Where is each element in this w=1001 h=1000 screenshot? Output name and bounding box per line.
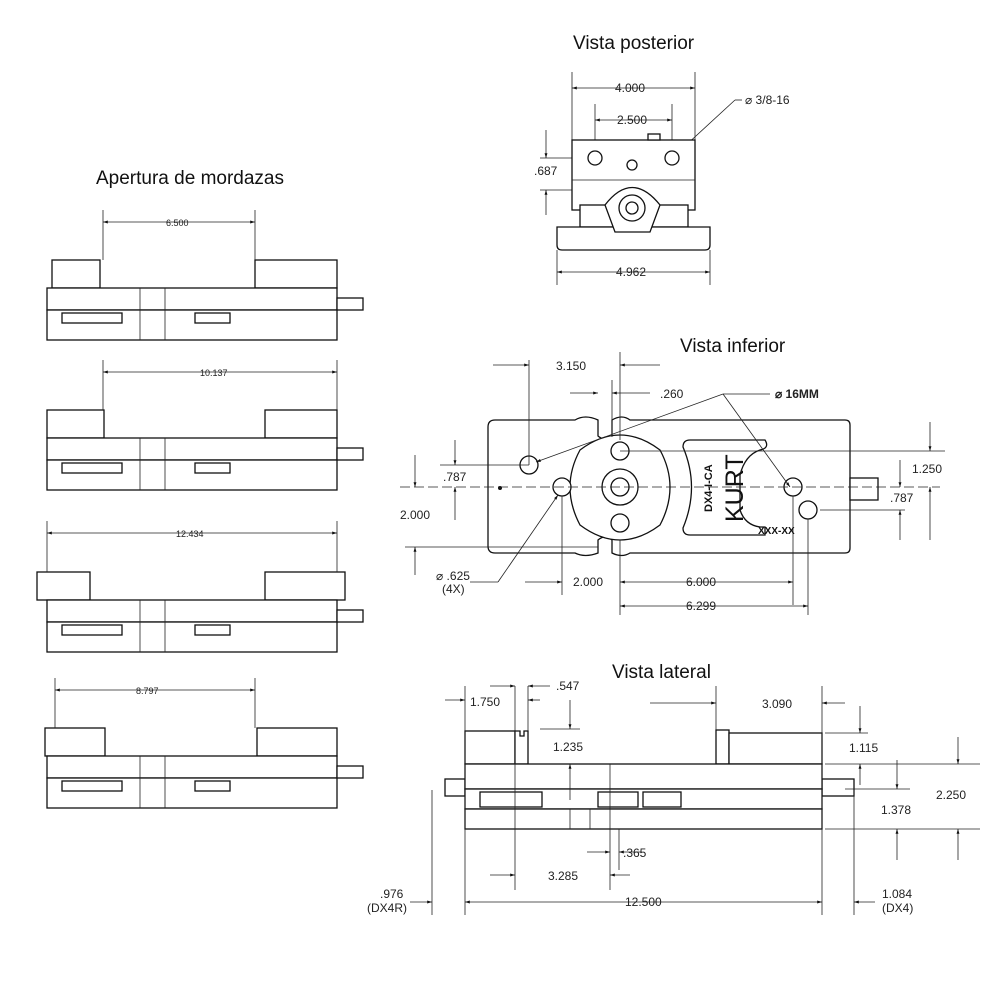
- lead-screw: [336, 765, 364, 779]
- base-slot: [194, 462, 231, 474]
- fixed-jaw: [254, 259, 338, 289]
- bottom-dim-6000: 6.000: [686, 575, 716, 589]
- rear-base-width: 4.962: [616, 265, 646, 279]
- lead-screw: [336, 447, 364, 461]
- vise-body: [46, 287, 338, 311]
- side-dim-547: .547: [556, 679, 580, 693]
- bottom-dim-2000-left: 2.000: [400, 508, 430, 522]
- title-side-view: Vista lateral: [612, 662, 711, 683]
- jaw-dim-label: 8.797: [136, 686, 159, 696]
- bottom-hole-count: (4X): [442, 582, 465, 596]
- movable-jaw: [36, 571, 91, 601]
- side-dim-365: .365: [623, 846, 647, 860]
- movable-jaw: [44, 727, 106, 757]
- serial-engraving: XXX-XX: [758, 526, 795, 537]
- vise-body: [46, 755, 338, 779]
- rear-hole-spacing: 2.500: [617, 113, 647, 127]
- fixed-jaw: [256, 727, 338, 757]
- movable-jaw: [46, 409, 105, 439]
- rear-thread-callout: ⌀ 3/8-16: [745, 93, 790, 107]
- title-jaw-opening: Apertura de mordazas: [96, 168, 284, 189]
- base-slot: [194, 624, 231, 636]
- bottom-dim-787-left: .787: [443, 470, 467, 484]
- vise-body: [46, 599, 338, 623]
- brand-engraving: KURT: [721, 454, 749, 522]
- base-slot: [61, 462, 123, 474]
- model-engraving: DX4-I-CA: [703, 464, 715, 512]
- fixed-jaw: [264, 409, 338, 439]
- side-dim-1378: 1.378: [881, 803, 911, 817]
- vise-body: [46, 437, 338, 461]
- base-slot: [61, 624, 123, 636]
- movable-jaw: [51, 259, 101, 289]
- bottom-dim-3150: 3.150: [556, 359, 586, 373]
- lead-screw: [336, 609, 364, 623]
- side-dim-976-note: (DX4R): [367, 901, 407, 915]
- side-view: [410, 684, 980, 915]
- side-dim-1750: 1.750: [470, 695, 500, 709]
- side-dim-2250: 2.250: [936, 788, 966, 802]
- side-dim-1084: 1.084: [882, 887, 912, 901]
- side-dim-12500: 12.500: [625, 895, 662, 909]
- jaw-dim-label: 6.500: [166, 218, 189, 228]
- bottom-dim-787-right: .787: [890, 491, 914, 505]
- side-dim-1084-note: (DX4): [882, 901, 913, 915]
- side-dim-3090: 3.090: [762, 697, 792, 711]
- lead-screw: [336, 297, 364, 311]
- title-bottom-view: Vista inferior: [680, 336, 786, 357]
- side-dim-1235: 1.235: [553, 740, 583, 754]
- rear-width-top: 4.000: [615, 81, 645, 95]
- bottom-dim-6299: 6.299: [686, 599, 716, 613]
- side-dim-1115: 1.115: [849, 741, 878, 755]
- fixed-jaw: [264, 571, 346, 601]
- title-rear-view: Vista posterior: [573, 33, 695, 54]
- base-slot: [61, 780, 123, 792]
- base-slot: [194, 312, 231, 324]
- rear-view: [540, 72, 742, 285]
- jaw-dim-label: 12.434: [176, 529, 204, 539]
- bottom-dim-1250: 1.250: [912, 462, 942, 476]
- side-dim-3285: 3.285: [548, 869, 578, 883]
- base-slot: [194, 780, 231, 792]
- jaw-dim-label: 10.137: [200, 368, 228, 378]
- jaw-opening-views: [36, 210, 364, 809]
- bottom-dim-2000-bottom: 2.000: [573, 575, 603, 589]
- bottom-hole-625-callout: ⌀ .625: [436, 569, 470, 583]
- side-dim-976: .976: [380, 887, 404, 901]
- bottom-view: [400, 352, 945, 615]
- bottom-dim-260: .260: [660, 387, 684, 401]
- base-slot: [61, 312, 123, 324]
- rear-hole-height: .687: [534, 164, 558, 178]
- bottom-16mm-callout: ⌀ 16MM: [775, 387, 819, 401]
- vise-base: [46, 459, 338, 491]
